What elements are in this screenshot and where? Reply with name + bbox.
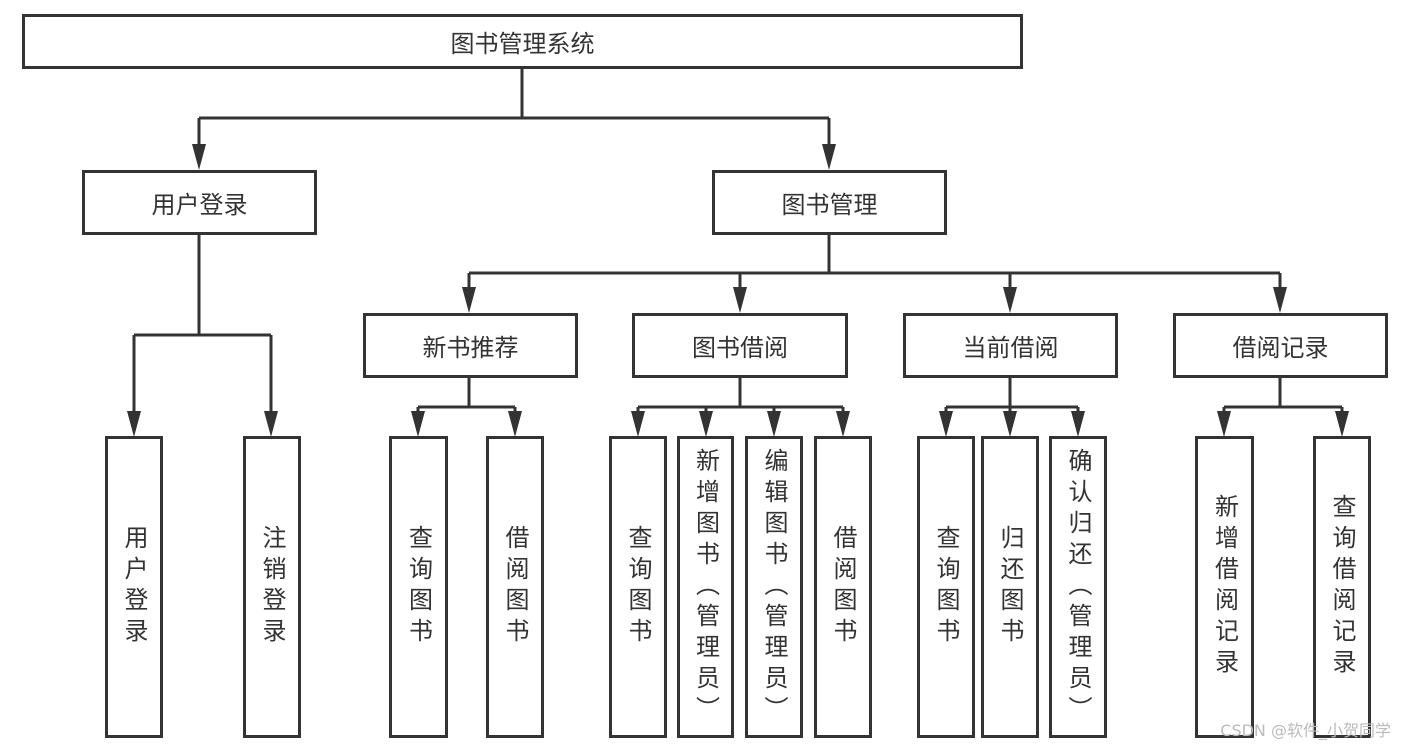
node-label: 用户登录 bbox=[151, 191, 248, 219]
arrow-head-icon bbox=[192, 144, 206, 170]
arrow-head-icon bbox=[699, 411, 713, 437]
leaf-user-login: 用户登录 bbox=[105, 436, 163, 738]
leaf-label: 用户登录 bbox=[120, 525, 148, 649]
arrow-head-icon bbox=[1273, 287, 1287, 313]
leaf-borrow-book: 借阅图书 bbox=[486, 436, 544, 738]
leaf-label: 新增图书（管理员） bbox=[691, 447, 720, 727]
arrow-head-icon bbox=[733, 287, 747, 313]
leaf-return-book: 归还图书 bbox=[981, 436, 1039, 738]
arrow-head-icon bbox=[939, 411, 953, 437]
arrow-head-icon bbox=[264, 411, 278, 437]
leaf-label: 查询图书 bbox=[624, 525, 652, 649]
leaf-add-borrow-record: 新增借阅记录 bbox=[1195, 436, 1254, 738]
arrow-head-icon bbox=[411, 411, 425, 437]
leaf-query-book: 查询图书 bbox=[917, 436, 975, 738]
leaf-add-book-admin: 新增图书（管理员） bbox=[677, 436, 734, 738]
arrow-head-icon bbox=[127, 411, 141, 437]
root-node: 图书管理系统 bbox=[22, 14, 1023, 69]
leaf-confirm-return-admin: 确认归还（管理员） bbox=[1049, 436, 1107, 738]
node-user-login: 用户登录 bbox=[82, 170, 317, 235]
leaf-label: 借阅图书 bbox=[501, 525, 529, 649]
leaf-query-book: 查询图书 bbox=[389, 436, 448, 738]
leaf-label: 归还图书 bbox=[996, 525, 1024, 649]
arrow-head-icon bbox=[836, 411, 850, 437]
arrow-head-icon bbox=[767, 411, 781, 437]
arrow-head-icon bbox=[1335, 411, 1349, 437]
node-current-borrow: 当前借阅 bbox=[903, 313, 1118, 378]
leaf-query-borrow-record: 查询借阅记录 bbox=[1313, 436, 1371, 738]
arrow-head-icon bbox=[1217, 411, 1231, 437]
leaf-label: 新增借阅记录 bbox=[1210, 494, 1239, 680]
node-borrow-records: 借阅记录 bbox=[1173, 313, 1388, 378]
arrow-head-icon bbox=[1003, 411, 1017, 437]
node-label: 图书管理 bbox=[781, 191, 878, 219]
arrow-head-icon bbox=[462, 287, 476, 313]
leaf-label: 确认归还（管理员） bbox=[1064, 447, 1092, 727]
node-label: 新书推荐 bbox=[422, 334, 519, 362]
leaf-query-book: 查询图书 bbox=[609, 436, 667, 738]
node-label: 借阅记录 bbox=[1232, 334, 1329, 362]
leaf-logout: 注销登录 bbox=[243, 436, 301, 738]
leaf-label: 查询图书 bbox=[932, 525, 960, 649]
node-label: 图书借阅 bbox=[692, 334, 788, 362]
leaf-label: 借阅图书 bbox=[829, 525, 857, 649]
root-label: 图书管理系统 bbox=[450, 30, 595, 58]
leaf-edit-book-admin: 编辑图书（管理员） bbox=[745, 436, 803, 738]
leaf-label: 查询借阅记录 bbox=[1328, 494, 1356, 680]
leaf-borrow-book: 借阅图书 bbox=[814, 436, 872, 738]
leaf-label: 编辑图书（管理员） bbox=[760, 447, 788, 727]
node-book-borrow: 图书借阅 bbox=[632, 313, 848, 378]
arrow-head-icon bbox=[822, 144, 836, 170]
node-label: 当前借阅 bbox=[962, 334, 1059, 362]
leaf-label: 查询图书 bbox=[404, 525, 433, 649]
arrow-head-icon bbox=[508, 411, 522, 437]
arrow-head-icon bbox=[1003, 287, 1017, 313]
watermark: CSDN @软件_小贺同学 bbox=[1220, 721, 1391, 740]
node-new-book-recommend: 新书推荐 bbox=[363, 313, 578, 378]
leaf-label: 注销登录 bbox=[258, 525, 286, 649]
arrow-head-icon bbox=[1071, 411, 1085, 437]
arrow-head-icon bbox=[631, 411, 645, 437]
node-book-management: 图书管理 bbox=[712, 170, 947, 235]
